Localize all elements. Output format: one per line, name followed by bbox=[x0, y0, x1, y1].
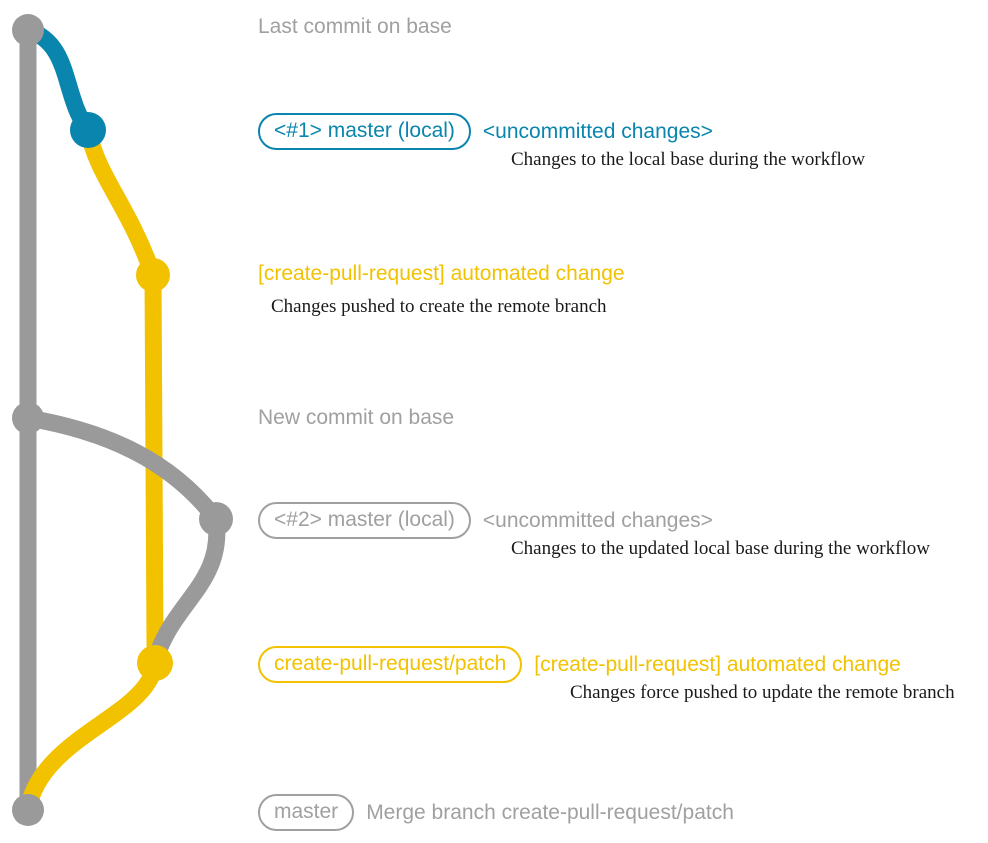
commit-row-new-commit-on-base: New commit on base bbox=[258, 406, 454, 429]
commit-description: Changes force pushed to update the remot… bbox=[570, 682, 955, 703]
commit-graph-canvas bbox=[12, 14, 233, 826]
updated-local-branch-line bbox=[19, 409, 225, 528]
commit-subject: <uncommitted changes> bbox=[482, 509, 713, 532]
commit-subject: [create-pull-request] automated change bbox=[258, 262, 625, 285]
commit-subject: Last commit on base bbox=[258, 15, 452, 38]
commit-description: Changes to the local base during the wor… bbox=[511, 149, 866, 170]
commit-row-last-commit-on-base: Last commit on base bbox=[258, 15, 452, 38]
branch-badge-master-local-2[interactable]: <#2> master (local) bbox=[258, 502, 471, 540]
commit-row-automated-change-2: create-pull-request/patch [create-pull-r… bbox=[258, 646, 901, 684]
branch-badge-master[interactable]: master bbox=[258, 794, 355, 832]
commit-node-base-1[interactable] bbox=[12, 14, 44, 46]
commit-subject: <uncommitted changes> bbox=[482, 120, 713, 143]
commit-node-base-3[interactable] bbox=[12, 794, 44, 826]
commit-node-patch-2[interactable] bbox=[137, 645, 173, 681]
commit-node-local-2[interactable] bbox=[199, 502, 233, 536]
commit-subject: [create-pull-request] automated change bbox=[534, 653, 901, 676]
commit-row-master-local-2: <#2> master (local) <uncommitted changes… bbox=[258, 502, 713, 540]
updated-local-merge-line bbox=[148, 510, 226, 664]
patch-merge-to-base-line bbox=[19, 654, 164, 819]
commit-row-automated-change-1: [create-pull-request] automated change bbox=[258, 262, 625, 285]
branch-badge-create-pull-request-patch[interactable]: create-pull-request/patch bbox=[258, 646, 523, 684]
commit-node-base-2[interactable] bbox=[12, 402, 44, 434]
commit-row-merge-commit: master Merge branch create-pull-request/… bbox=[258, 794, 734, 832]
commit-subject: New commit on base bbox=[258, 406, 455, 429]
branch-badge-master-local-1[interactable]: <#1> master (local) bbox=[258, 113, 471, 151]
remote-patch-line-yellow bbox=[79, 121, 164, 654]
commit-node-patch-1[interactable] bbox=[136, 258, 170, 292]
commit-description: Changes pushed to create the remote bran… bbox=[271, 296, 607, 317]
commit-node-local-1[interactable] bbox=[70, 112, 106, 148]
commit-description: Changes to the updated local base during… bbox=[511, 538, 930, 559]
commit-subject: Merge branch create-pull-request/patch bbox=[366, 801, 734, 824]
commit-row-master-local-1: <#1> master (local) <uncommitted changes… bbox=[258, 113, 713, 151]
